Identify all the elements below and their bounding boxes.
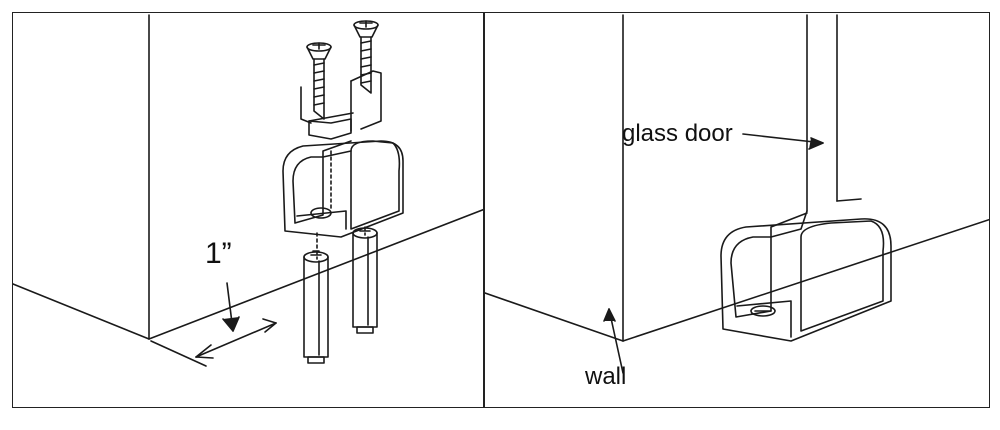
left-glass-clamp [282, 140, 404, 238]
right-panel-installed-clamp [484, 12, 990, 408]
wall-base-line-left [485, 292, 624, 342]
left-panel-drawing [13, 14, 483, 367]
dimension-label: 1” [205, 237, 232, 270]
wall-base-line-right [622, 218, 989, 342]
wall-label: wall [585, 363, 627, 390]
right-panel-drawing [485, 14, 989, 374]
right-wall-anchor [352, 227, 378, 334]
left-panel-install-clamp [12, 12, 484, 408]
wall-base-line-left [13, 283, 150, 340]
left-wall-anchor [303, 250, 329, 364]
wall-base-line-right [148, 208, 483, 340]
dimension-arrow-line [195, 322, 277, 358]
glass-door-label: glass door [622, 120, 733, 147]
right-screw [353, 20, 379, 94]
left-screw [306, 42, 332, 120]
glass-door-arrow [742, 133, 824, 144]
installed-glass-clamp [720, 210, 892, 342]
